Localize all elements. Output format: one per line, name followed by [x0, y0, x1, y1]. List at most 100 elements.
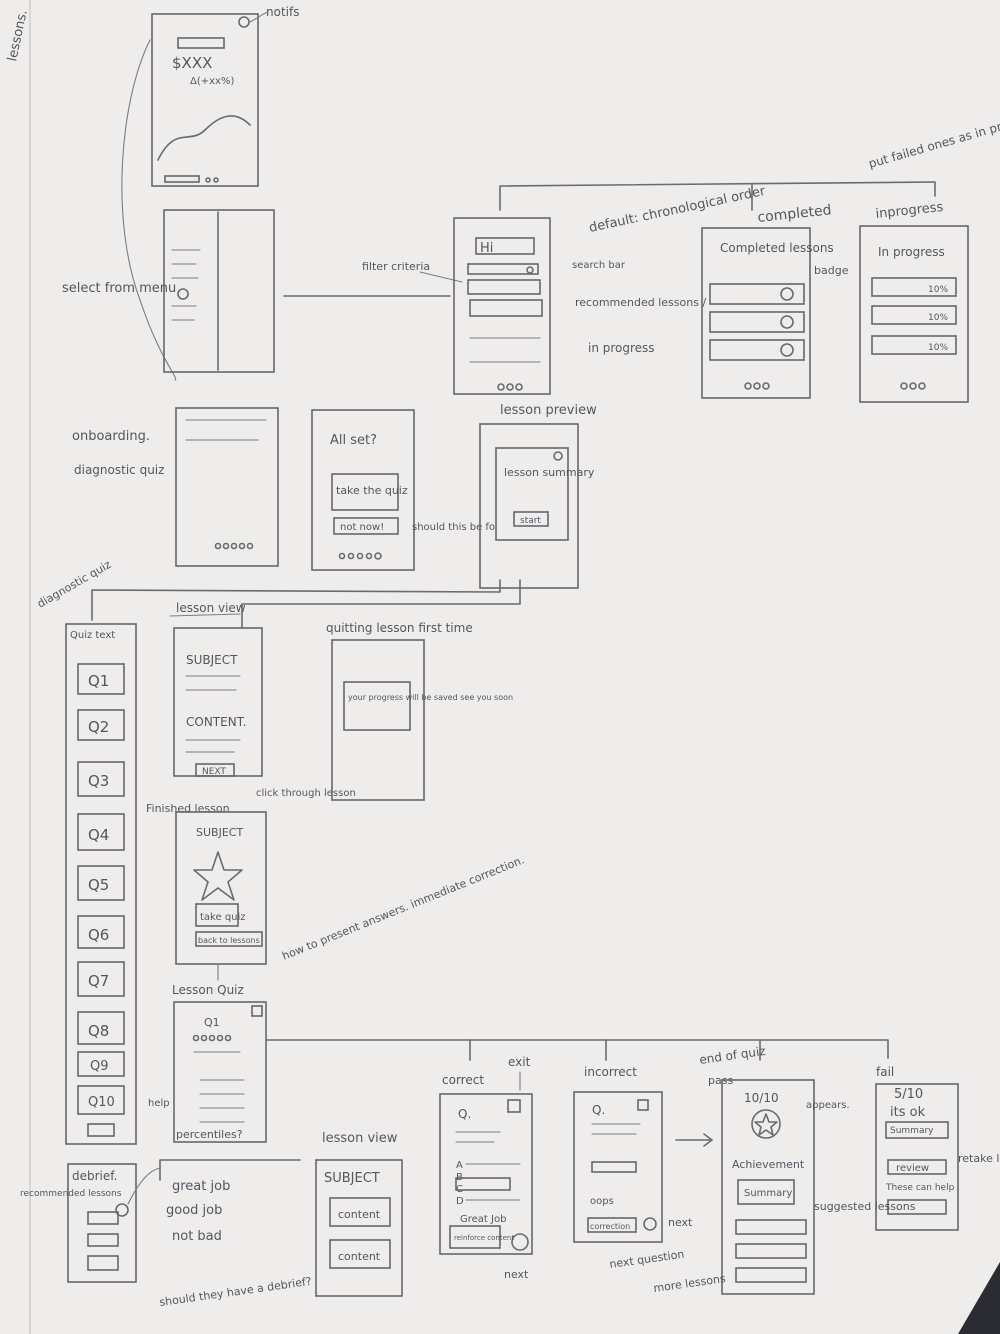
label-all-set: All set? — [330, 433, 377, 448]
label-lesson-preview: lesson preview — [500, 403, 597, 418]
label-incorrect: incorrect — [584, 1065, 637, 1079]
menu-screen-sketch — [163, 209, 275, 373]
lessons-list-screen-sketch — [453, 217, 551, 395]
label-start: start — [520, 516, 541, 526]
label-q1: Q1 — [204, 1016, 220, 1029]
label-delta: Δ(+xx%) — [190, 76, 234, 87]
label-diagnostic-quiz: diagnostic quiz — [74, 463, 164, 477]
quit-lesson-screen-sketch — [331, 639, 425, 801]
label-oops: oops — [590, 1196, 614, 1207]
debrief-screen-sketch — [67, 1163, 137, 1283]
label-lesson-view: lesson view — [176, 601, 246, 615]
label-score-fail: 5/10 — [894, 1087, 923, 1102]
label-notifs: notifs — [266, 5, 299, 19]
q-label-8: Q8 — [88, 1022, 109, 1040]
label-badge: badge — [814, 264, 849, 277]
label-summary: Summary — [744, 1188, 792, 1199]
label-recommended-lessons: recommended lessons / — [575, 296, 706, 309]
label-subject: SUBJECT — [186, 653, 238, 667]
diagnostic-quiz-column-sketch — [65, 623, 137, 1145]
label-suggested-lessons: suggested lessons — [814, 1200, 916, 1213]
label-in-progress-note: in progress — [588, 341, 655, 355]
label-fail: fail — [876, 1065, 894, 1079]
label-select-from-menu: select from menu — [62, 281, 176, 296]
label-its-ok: its ok — [890, 1105, 926, 1120]
label-completed-lessons: Completed lessons — [720, 241, 834, 255]
label-quiz-text: Quiz text — [70, 630, 115, 641]
q-label-9: Q9 — [90, 1059, 109, 1074]
label-subject-2: SUBJECT — [196, 826, 243, 839]
correct-answer-d: D — [456, 1196, 464, 1207]
label-pass: pass — [708, 1074, 733, 1087]
pct-2: 10% — [928, 313, 948, 323]
q-label-7: Q7 — [88, 972, 109, 990]
in-progress-screen-sketch — [859, 225, 969, 403]
q-label-2: Q2 — [88, 718, 109, 736]
q-label-4: Q4 — [88, 826, 109, 844]
label-score-pass: 10/10 — [744, 1091, 779, 1105]
correct-answer-a: A — [456, 1160, 463, 1171]
lesson-view-screen-sketch — [173, 627, 263, 777]
label-achievement: Achievement — [732, 1158, 805, 1171]
label-great-job-cap: Great Job — [460, 1214, 506, 1225]
home-screen-sketch — [151, 13, 259, 187]
label-hi: Hi — [480, 241, 493, 256]
label-onboarding: onboarding. — [72, 429, 150, 444]
q-label-3: Q3 — [88, 772, 109, 790]
label-content-box-1: content — [338, 1208, 381, 1221]
label-correction: correction — [590, 1222, 630, 1231]
label-great-job: great job — [172, 1179, 230, 1194]
correct-answer-c: C — [456, 1184, 463, 1195]
label-completed: completed — [757, 202, 833, 226]
label-percentiles: percentiles? — [176, 1128, 243, 1141]
pct-1: 10% — [928, 285, 948, 295]
label-q-incorrect: Q. — [592, 1103, 605, 1117]
label-content-box-2: content — [338, 1250, 381, 1263]
lesson-quiz-screen-sketch — [173, 1001, 267, 1143]
label-next: NEXT — [202, 767, 226, 777]
label-retake-lesson: retake lesson — [958, 1152, 1000, 1165]
fail-screen-sketch — [875, 1083, 959, 1231]
q-label-1: Q1 — [88, 672, 109, 690]
label-reinforce-content: reinforce content — [454, 1234, 514, 1242]
incorrect-screen-sketch — [573, 1091, 663, 1243]
q-label-5: Q5 — [88, 876, 109, 894]
label-q-correct: Q. — [458, 1107, 471, 1121]
label-lesson-view-2: lesson view — [322, 1131, 398, 1146]
label-next-arrow-correct: next — [504, 1268, 529, 1281]
label-take-the-quiz: take the quiz — [336, 484, 408, 497]
onboarding-screen-sketch — [175, 407, 279, 567]
completed-lessons-screen-sketch — [701, 227, 811, 399]
label-filter-criteria: filter criteria — [362, 260, 430, 273]
label-inprogress-header: inprogress — [875, 200, 944, 222]
label-finished-lesson: Finished lesson — [146, 802, 230, 815]
correct-answer-b: B — [456, 1172, 463, 1183]
label-debrief: debrief. — [72, 1169, 117, 1183]
label-click-through: click through lesson — [256, 788, 356, 799]
lesson-preview-screen-sketch — [479, 423, 579, 589]
correct-screen-sketch — [439, 1093, 533, 1255]
label-good-job: good job — [166, 1203, 222, 1218]
lesson-view-2-screen-sketch — [315, 1159, 403, 1297]
all-set-screen-sketch — [311, 409, 415, 571]
label-quitting-lesson: quitting lesson first time — [326, 621, 473, 635]
label-not-now: not now! — [340, 522, 384, 533]
label-progress-saved: your progress will be saved see you soon — [348, 693, 513, 702]
label-should-this-be-forced: should this be forced? — [412, 522, 522, 533]
label-lesson-summary: lesson summary — [504, 466, 595, 479]
pass-screen-sketch — [721, 1079, 815, 1295]
pct-3: 10% — [928, 343, 948, 353]
label-appears: appears. — [806, 1100, 850, 1111]
q-label-6: Q6 — [88, 926, 109, 944]
label-correct: correct — [442, 1073, 484, 1087]
label-subject-3: SUBJECT — [324, 1171, 380, 1186]
label-search-bar: search bar — [572, 260, 626, 271]
label-back-to-lessons: back to lessons — [198, 936, 260, 945]
label-take-quiz: take quiz — [200, 912, 246, 923]
label-not-bad: not bad — [172, 1229, 222, 1244]
label-summary-fail: Summary — [890, 1126, 934, 1136]
label-in-progress-screen: In progress — [878, 245, 945, 259]
label-price: $XXX — [172, 54, 212, 72]
